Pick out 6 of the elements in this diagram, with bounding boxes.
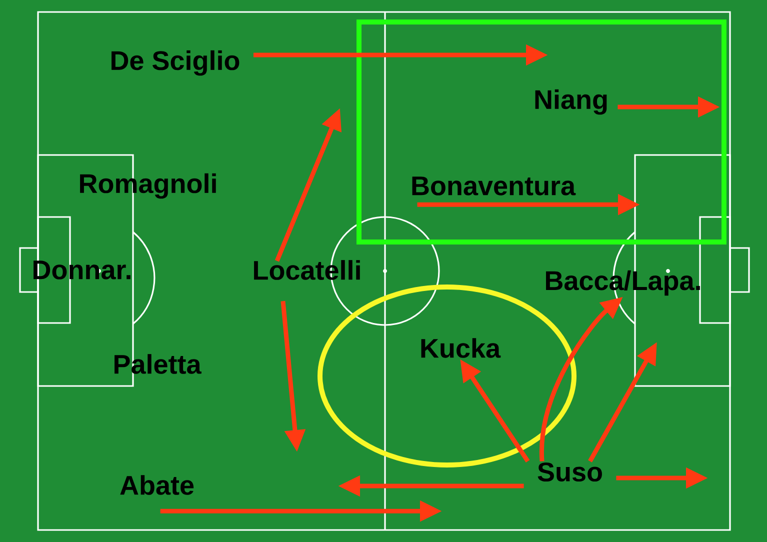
player-label: Abate — [120, 475, 194, 495]
player-label: Bonaventura — [412, 176, 576, 196]
player-label: Niang — [535, 89, 607, 115]
player-label: De Sciglio — [112, 50, 240, 76]
player-label: Kucka — [421, 338, 501, 358]
player-label: Suso — [538, 462, 602, 482]
